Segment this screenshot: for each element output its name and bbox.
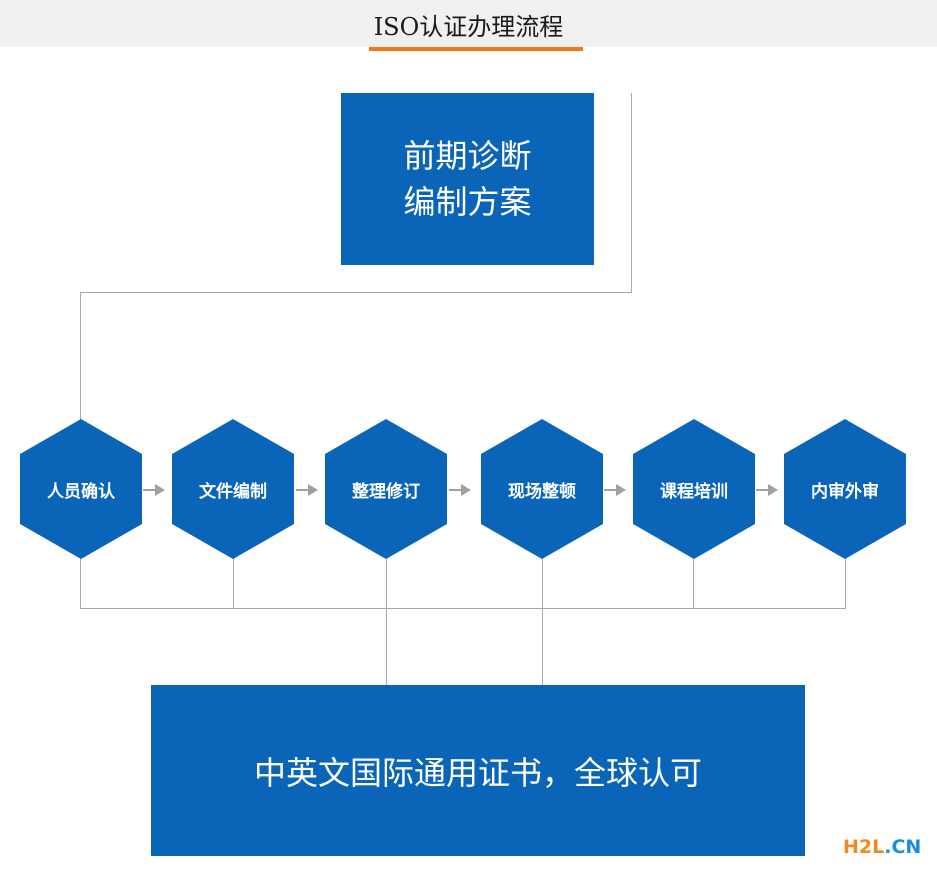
arrow-shaft-1: [143, 489, 155, 491]
step-label-2: 文件编制: [199, 481, 267, 502]
step-hexagon-2: 文件编制: [172, 419, 294, 559]
connector-top-vertical: [631, 93, 632, 293]
logo-part-2: .CN: [884, 836, 922, 858]
step-hexagon-4: 现场整顿: [481, 419, 603, 559]
connector-left-vertical: [80, 292, 81, 422]
step-hexagon-5: 课程培训: [633, 419, 755, 559]
logo-part-1: H2L: [843, 836, 885, 858]
certificate-box: 中英文国际通用证书，全球认可: [151, 685, 805, 856]
arrow-shaft-4: [604, 489, 616, 491]
step-hexagon-3: 整理修订: [325, 419, 447, 559]
arrow-icon-4: [616, 484, 626, 496]
page-title: ISO认证办理流程: [373, 13, 564, 41]
connector-hex-5-down: [693, 556, 694, 609]
step-hexagon-6: 内审外审: [784, 419, 906, 559]
step-label-1: 人员确认: [47, 481, 115, 502]
connector-hex-3-down: [386, 556, 387, 685]
title-underline: [369, 47, 583, 51]
connector-bottom-horizontal: [80, 608, 846, 609]
certificate-text: 中英文国际通用证书，全球认可: [253, 753, 702, 792]
connector-hex-2-down: [233, 556, 234, 609]
connector-hex-6-down: [845, 556, 846, 609]
arrow-icon-1: [155, 484, 165, 496]
diagnosis-line-2: 编制方案: [403, 183, 532, 221]
connector-top-horizontal: [80, 292, 632, 293]
arrow-shaft-3: [449, 489, 461, 491]
arrow-icon-2: [308, 484, 318, 496]
step-label-5: 课程培训: [660, 481, 728, 502]
arrow-icon-3: [461, 484, 471, 496]
site-logo: H2L.CN: [843, 836, 921, 858]
step-label-3: 整理修订: [352, 481, 420, 502]
diagnosis-line-1: 前期诊断: [403, 137, 532, 175]
diagnosis-box: 前期诊断 编制方案: [341, 93, 594, 265]
arrow-shaft-2: [296, 489, 308, 491]
header-bar: [0, 0, 937, 47]
step-label-4: 现场整顿: [508, 481, 576, 502]
arrow-icon-5: [768, 484, 778, 496]
arrow-shaft-5: [756, 489, 768, 491]
step-hexagon-1: 人员确认: [20, 419, 142, 559]
connector-hex-4-down: [542, 556, 543, 685]
connector-hex-1-down: [80, 556, 81, 609]
step-label-6: 内审外审: [811, 481, 879, 502]
